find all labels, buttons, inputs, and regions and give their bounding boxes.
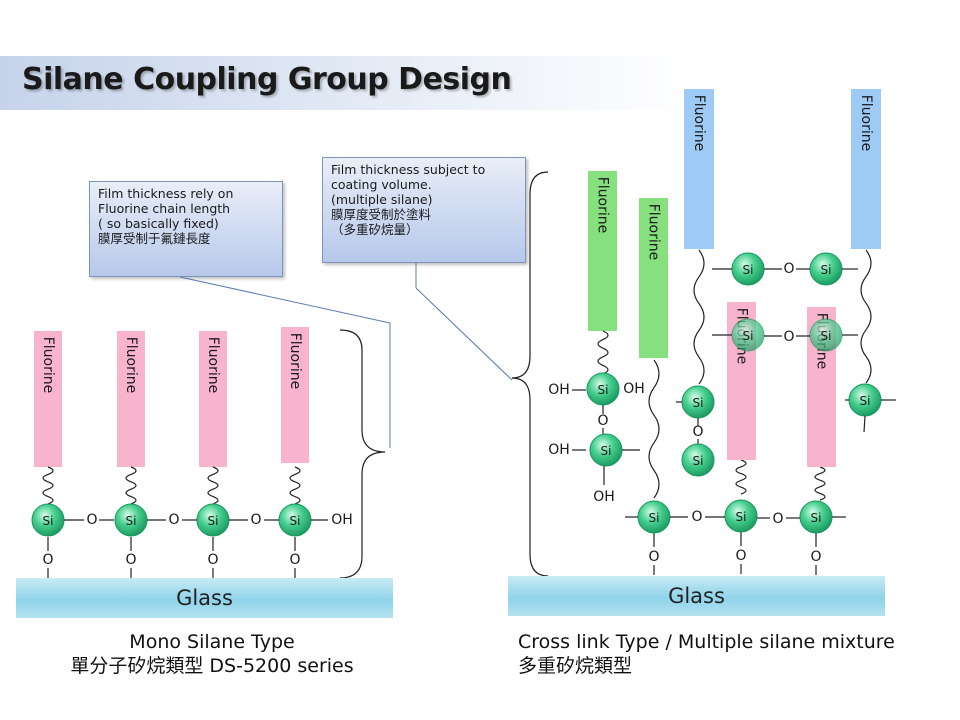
caption-mono-line-2: 單分子矽烷類型 DS-5200 series — [70, 655, 354, 677]
cross-o-mid: O — [783, 329, 794, 345]
note-left: Film thickness rely on Fluorine chain le… — [89, 181, 283, 277]
cross-fluorine-blue-2-label: Fluorine — [858, 95, 874, 152]
cross-chain-2 — [648, 359, 660, 499]
glass-left: Glass — [16, 578, 393, 618]
caption-mono-line-1: Mono Silane Type — [129, 631, 295, 653]
mono-o-down-3: O — [207, 552, 218, 568]
cross-o-bot-bridge-1: O — [691, 509, 702, 525]
cross-si-bot-1-label: Si — [649, 511, 660, 525]
note-right-line-3: (multiple silane) — [331, 192, 433, 207]
mono-fluorine-4-label: Fluorine — [287, 333, 303, 390]
mono-fluorine-4 — [281, 327, 309, 463]
cross-fluorine-green-2 — [639, 198, 668, 358]
note-left-pointer-1 — [179, 276, 391, 324]
mono-si-4-label: Si — [290, 514, 301, 528]
cross-chain-3 — [693, 249, 705, 385]
cross-chain-5 — [735, 459, 747, 495]
mono-chain-3 — [207, 466, 219, 505]
mono-fluorine-3-label: Fluorine — [205, 337, 221, 394]
cross-o-bot-bridge-2: O — [772, 511, 783, 527]
cross-oh-4: OH — [593, 489, 615, 505]
cross-o-top: O — [783, 261, 794, 277]
note-right-line-1: Film thickness subject to — [331, 162, 486, 177]
note-left-line-2: Fluorine chain length — [98, 201, 231, 216]
cross-chain-1 — [597, 330, 609, 375]
note-right: Film thickness subject to coating volume… — [322, 157, 526, 263]
cross-si-bot-3-label: Si — [811, 511, 822, 525]
cross-o-bot-1: O — [648, 549, 659, 565]
cross-oh-3: OH — [548, 442, 570, 458]
mono-o-bridge-3: O — [250, 512, 261, 528]
cross-o-1: O — [597, 413, 608, 429]
cross-si-col-1-label: Si — [693, 396, 704, 410]
cross-si-bot-2-label: Si — [736, 510, 747, 524]
glass-right: Glass — [508, 576, 885, 616]
mono-si-2-label: Si — [126, 514, 137, 528]
mono-chain-1 — [42, 466, 54, 505]
title-band — [0, 56, 690, 110]
page-title: Silane Coupling Group Design — [22, 62, 512, 97]
cross-oh-1: OH — [548, 382, 570, 398]
cross-chain-6 — [814, 466, 826, 501]
mono-o-down-1: O — [42, 552, 53, 568]
mono-fluorine-1 — [34, 331, 62, 467]
cross-fluorine-green-2-label: Fluorine — [646, 204, 662, 261]
mono-oh-end: OH — [331, 512, 353, 528]
caption-cross: Cross link Type / Multiple silane mixtur… — [518, 630, 895, 678]
mono-o-down-4: O — [289, 552, 300, 568]
mono-fluorine-2 — [117, 331, 145, 467]
mono-chain-2 — [125, 466, 137, 505]
note-left-line-3: ( so basically fixed) — [98, 216, 219, 231]
mono-chain-4 — [289, 466, 301, 505]
cross-o-col: O — [692, 424, 703, 440]
mono-si-3-label: Si — [208, 514, 219, 528]
mono-si-1-label: Si — [43, 514, 54, 528]
note-right-line-4: 膜厚度受制於塗料 — [331, 207, 432, 222]
cross-si-mid-2-label: Si — [821, 329, 832, 343]
caption-cross-line-2: 多重矽烷類型 — [518, 655, 633, 677]
cross-chain-4 — [860, 249, 872, 384]
note-right-pointer-2 — [415, 287, 513, 381]
note-right-line-5: （多重矽烷量） — [331, 222, 419, 237]
cross-si-bot-2 — [724, 499, 758, 533]
mono-o-bridge-1: O — [86, 512, 97, 528]
cross-si-right-label: Si — [860, 394, 871, 408]
cross-si-col-2 — [681, 443, 715, 477]
cross-si-col-2-label: Si — [693, 454, 704, 468]
cross-si-mid-1-label: Si — [743, 329, 754, 343]
left-brace — [339, 329, 386, 579]
note-left-line-4: 膜厚受制于氟鏈長度 — [98, 231, 211, 246]
right-brace — [511, 171, 549, 577]
cross-si-1-label: Si — [598, 383, 609, 397]
cross-fluorine-green-1-label: Fluorine — [595, 177, 611, 234]
cross-bond-right-d — [863, 415, 866, 433]
mono-fluorine-3 — [199, 331, 227, 467]
note-right-line-2: coating volume. — [331, 177, 432, 192]
mono-o-down-2: O — [125, 552, 136, 568]
cross-si-2-label: Si — [601, 444, 612, 458]
cross-fluorine-blue-1 — [684, 89, 714, 249]
cross-fluorine-blue-1-label: Fluorine — [691, 95, 707, 152]
cross-si-top-2-label: Si — [821, 263, 832, 277]
cross-oh-2: OH — [623, 381, 645, 397]
cross-si-top-1-label: Si — [743, 263, 754, 277]
note-left-line-1: Film thickness rely on — [98, 186, 234, 201]
cross-fluorine-green-1 — [588, 171, 617, 331]
cross-fluorine-blue-2 — [851, 89, 881, 249]
mono-fluorine-1-label: Fluorine — [40, 337, 56, 394]
mono-fluorine-2-label: Fluorine — [123, 337, 139, 394]
cross-o-bot-2: O — [735, 548, 746, 564]
mono-o-bridge-2: O — [168, 512, 179, 528]
caption-cross-line-1: Cross link Type / Multiple silane mixtur… — [518, 631, 895, 653]
caption-mono: Mono Silane Type 單分子矽烷類型 DS-5200 series — [62, 630, 362, 678]
cross-o-bot-3: O — [810, 549, 821, 565]
